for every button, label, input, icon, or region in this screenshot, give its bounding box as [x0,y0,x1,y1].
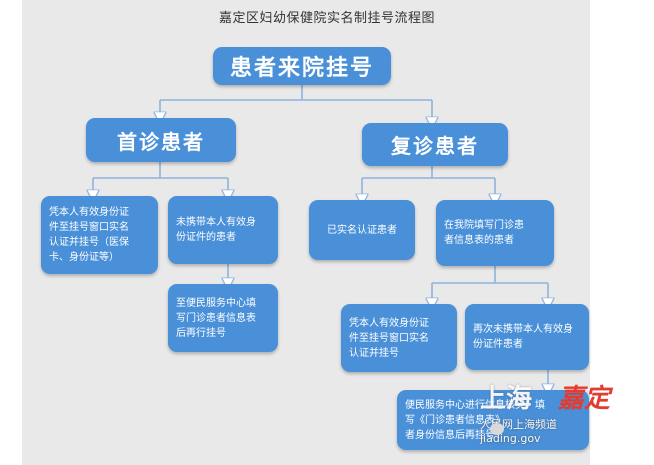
node-return-without-id: 再次未携带本人有效身 份证件患者 [465,304,589,370]
node-service-center-final: 便民服务中心进行信息核实，填 写《门诊患者信息表》 者身份信息后再挂号 [397,390,589,450]
node-root: 患者来院挂号 [213,47,391,85]
node-first-without-id: 未携带本人有效身 份证件的患者 [168,196,278,264]
connector-root [160,85,432,101]
wechat-icon [490,423,504,435]
node-return-with-id: 凭本人有效身份证 件至挂号窗口实名 认证并挂号 [341,304,457,372]
diagram-title: 嘉定区妇幼保健院实名制挂号流程图 [218,11,435,26]
node-return-visit: 复诊患者 [362,123,508,166]
node-first-fill-form: 至便民服务中心填 写门诊患者信息表 后再行挂号 [168,284,278,352]
node-first-visit: 首诊患者 [86,118,236,162]
connector-return [362,166,495,179]
connector-filled [432,266,548,284]
node-return-filled-form: 在我院填写门诊患 者信息表的患者 [436,200,554,266]
node-first-with-id: 凭本人有效身份证 件至挂号窗口实名 认证并挂号（医保 卡、身份证等） [41,196,158,274]
connector-first [93,162,228,179]
node-return-verified: 已实名认证患者 [309,200,415,260]
